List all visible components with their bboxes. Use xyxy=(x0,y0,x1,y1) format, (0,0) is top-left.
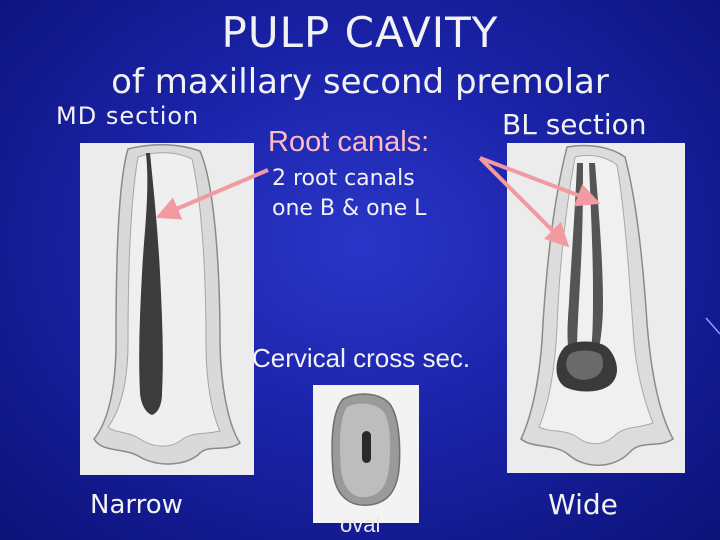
root-canals-count: 2 root canals xyxy=(272,166,415,191)
wide-label: Wide xyxy=(548,488,618,521)
oval-label: oval xyxy=(340,512,381,537)
bl-section-tooth-image xyxy=(507,143,685,473)
md-section-label: MD section xyxy=(56,102,200,130)
narrow-label: Narrow xyxy=(90,490,183,520)
cervical-cross-section-label: Cervical cross sec. xyxy=(252,343,471,373)
root-canals-heading: Root canals: xyxy=(268,126,430,158)
cervical-cross-section-image xyxy=(313,385,419,523)
slide-title: PULP CAVITY xyxy=(221,8,499,57)
root-canals-detail: one B & one L xyxy=(272,196,427,221)
md-section-tooth-image xyxy=(80,143,254,475)
bl-section-label: BL section xyxy=(502,108,647,141)
edge-decoration-line xyxy=(705,317,720,335)
slide-subtitle: of maxillary second premolar xyxy=(111,62,609,102)
